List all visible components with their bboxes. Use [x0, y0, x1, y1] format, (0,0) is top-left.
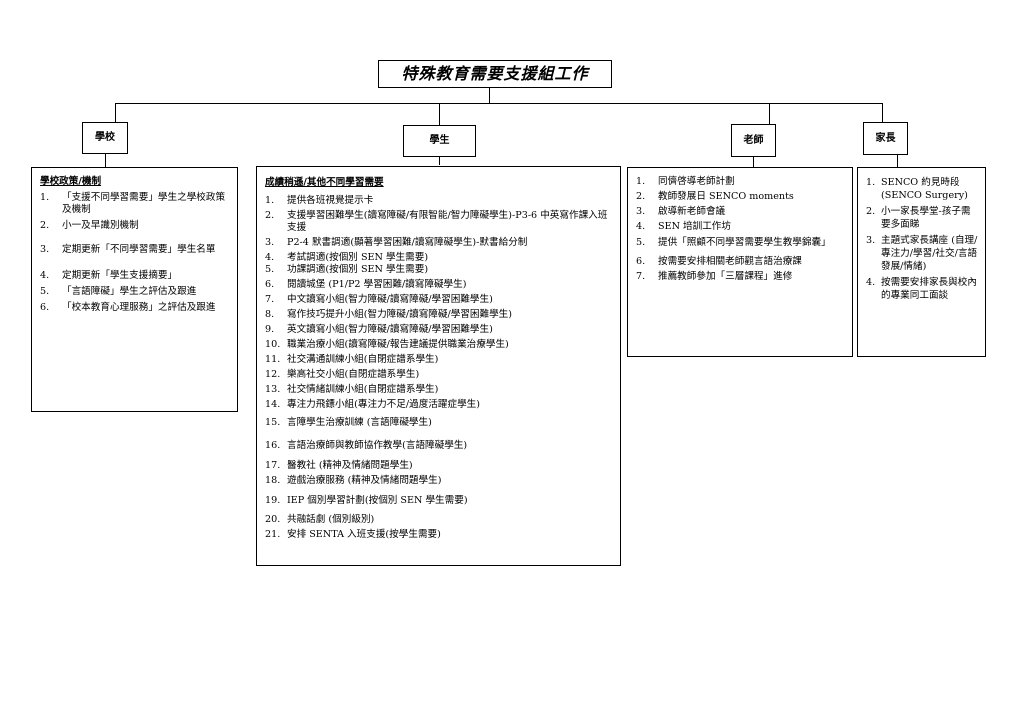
list-item: 4.按需要安排家長與校內的專業同工面談 [866, 277, 977, 301]
list-item: 18.遊戲治療服務 (精神及情緒問題學生) [265, 475, 442, 486]
list-item: 4.定期更新「學生支援摘要」 [40, 270, 178, 281]
list-item: 10.職業治療小組(讀寫障礙/報告建議提供職業治療學生) [265, 339, 509, 350]
connector-teacher-box [753, 156, 754, 167]
connector-student-box [439, 156, 440, 165]
list-item: 16.言語治療師與教師協作教學(言語障礙學生) [265, 440, 468, 451]
list-item: 1.SENCO 約見時段 (SENCO Surgery) [866, 177, 968, 201]
list-item: 4.SEN 培訓工作坊 [636, 221, 731, 232]
list-item: 5.提供「照顧不同學習需要學生教學錦囊」 [636, 237, 831, 248]
student-section-title: 成績稍遜/其他不同學習需要 [265, 177, 384, 188]
connector-horizontal-bar [115, 103, 882, 104]
connector-teacher-drop [769, 103, 770, 124]
connector-student-drop [439, 103, 440, 125]
chart-title: 特殊教育需要支援組工作 [378, 60, 612, 88]
list-item: 3.定期更新「不同學習需要」學生名單 [40, 244, 216, 255]
list-item: 5.功課調適(按個別 SEN 學生需要) [265, 264, 429, 275]
list-item: 6.閱讀城堡 (P1/P2 學習困難/讀寫障礙學生) [265, 279, 467, 290]
list-item: 13.社交情緒訓練小組(自閉症譜系學生) [265, 384, 439, 395]
list-item: 20.共融話劇 (個別級別) [265, 514, 375, 525]
list-item: 9.英文讀寫小組(智力障礙/讀寫障礙/學習困難學生) [265, 324, 493, 335]
parent-box: 1.SENCO 約見時段 (SENCO Surgery) 2.小一家長學堂-孩子… [857, 167, 986, 357]
list-item: 1.「支援不同學習需要」學生之學校政策及機制 [40, 192, 226, 215]
list-item: 19.IEP 個別學習計劃(按個別 SEN 學生需要) [265, 495, 468, 506]
student-box: 成績稍遜/其他不同學習需要 1.提供各班視覺提示卡 2.支援學習困難學生(讀寫障… [256, 166, 621, 566]
list-item: 7.中文讀寫小組(智力障礙/讀寫障礙/學習困難學生) [265, 294, 493, 305]
list-item: 15.言障學生治療訓練 (言語障礙學生) [265, 417, 432, 428]
list-item: 17.醫教社 (精神及情緒問題學生) [265, 460, 413, 471]
connector-parent-drop [882, 103, 883, 122]
connector-title-down [489, 87, 490, 103]
list-item: 3.P2-4 默書調適(顯著學習困難/讀寫障礙學生)-默書給分制 [265, 237, 528, 248]
list-item: 11.社交溝通訓練小組(自閉症譜系學生) [265, 354, 439, 365]
list-item: 21.安排 SENTA 入班支援(按學生需要) [265, 529, 441, 540]
header-student: 學生 [403, 125, 476, 157]
list-item: 14.專注力飛鏢小組(專注力不足/過度活躍症學生) [265, 399, 480, 410]
list-item: 1.提供各班視覺提示卡 [265, 195, 374, 206]
connector-parent-box [897, 154, 898, 167]
list-item: 3.主題式家長講座 (自理/專注力/學習/社交/言語發展/情緒) [866, 235, 978, 272]
list-item: 2.小一及早識別機制 [40, 220, 139, 231]
connector-school-box [105, 153, 106, 167]
list-item: 4.考試調適(按個別 SEN 學生需要) [265, 252, 429, 263]
school-section-title: 學校政策/機制 [40, 176, 102, 187]
school-box: 學校政策/機制 1.「支援不同學習需要」學生之學校政策及機制 2.小一及早識別機… [31, 167, 238, 412]
header-school: 學校 [82, 122, 128, 154]
list-item: 6.「校本教育心理服務」之評估及跟進 [40, 302, 216, 313]
list-item: 6.按需要安排相關老師觀言語治療課 [636, 256, 802, 267]
list-item: 5.「言語障礙」學生之評估及跟進 [40, 286, 197, 297]
list-item: 12.樂高社交小組(自閉症譜系學生) [265, 369, 420, 380]
list-item: 3.啟導新老師會議 [636, 206, 726, 217]
list-item: 8.寫作技巧提升小組(智力障礙/讀寫障礙/學習困難學生) [265, 309, 513, 320]
header-teacher: 老師 [731, 124, 776, 157]
list-item: 2.支援學習困難學生(讀寫障礙/有限智能/智力障礙學生)-P3-6 中英寫作課入… [265, 210, 608, 233]
list-item: 2.小一家長學堂-孩子需要多面睇 [866, 206, 971, 230]
list-item: 2.教師發展日 SENCO moments [636, 191, 794, 202]
list-item: 7.推薦教師參加「三層課程」進修 [636, 271, 793, 282]
teacher-box: 1.同儕啓導老師計劃 2.教師發展日 SENCO moments 3.啟導新老師… [627, 167, 853, 357]
list-item: 1.同儕啓導老師計劃 [636, 176, 735, 187]
connector-school-drop [115, 103, 116, 122]
header-parent: 家長 [863, 122, 908, 155]
